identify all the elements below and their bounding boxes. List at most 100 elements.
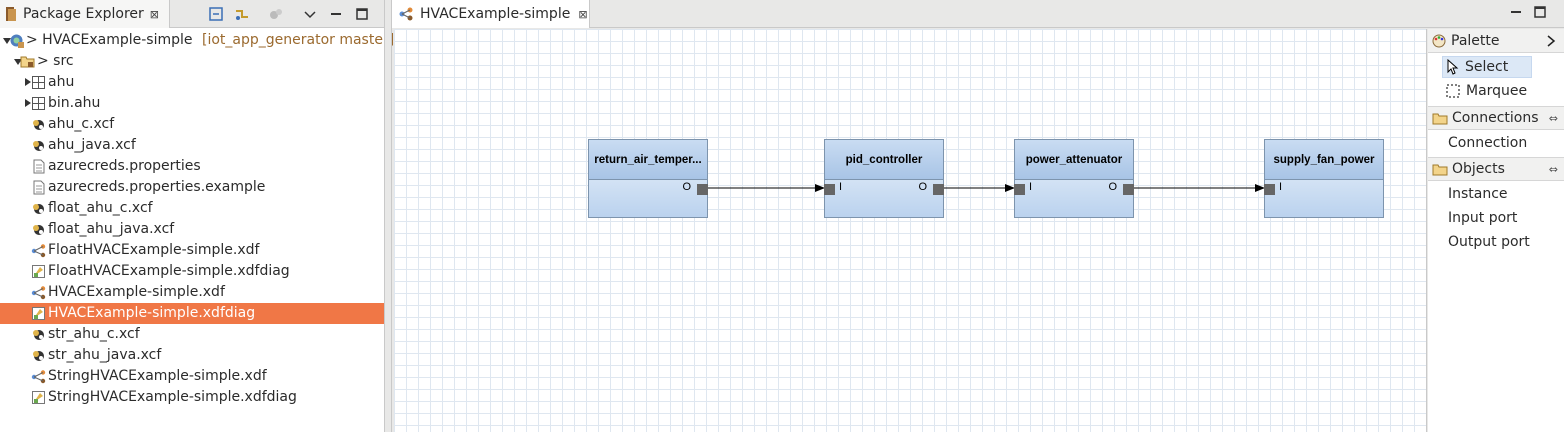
instance-node[interactable]: pid_controller I O: [824, 139, 944, 218]
instance-node[interactable]: supply_fan_power I: [1264, 139, 1384, 218]
palette-tool-output-port[interactable]: Output port: [1428, 230, 1564, 254]
editor-tab-title: HVACExample-simple: [420, 6, 571, 22]
palette-title: Palette: [1451, 32, 1500, 49]
expanded-twisty-icon[interactable]: [14, 59, 22, 65]
input-port[interactable]: [824, 184, 835, 195]
collapse-palette-icon[interactable]: [1546, 34, 1556, 47]
close-icon[interactable]: ⊠: [578, 7, 588, 21]
instance-node[interactable]: return_air_temper... O: [588, 139, 708, 218]
palette-tool-select[interactable]: Select: [1428, 55, 1564, 79]
link-with-editor-icon[interactable]: [234, 6, 250, 22]
collapse-all-icon[interactable]: [208, 6, 224, 22]
xdfdiag-file-icon: [31, 264, 46, 279]
palette: Palette Select Marquee Connections: [1428, 29, 1564, 432]
tree-row[interactable]: bin.ahu: [0, 93, 384, 114]
tree-row-label: HVACExample-simple.xdfdiag: [48, 305, 256, 321]
tree-row[interactable]: float_ahu_java.xcf: [0, 219, 384, 240]
minimize-icon[interactable]: [328, 6, 344, 22]
tree-row-label: bin.ahu: [48, 95, 101, 111]
connections-layer: [708, 184, 1265, 192]
project-icon: [9, 33, 24, 48]
xdf-file-icon: [31, 243, 46, 258]
maximize-icon[interactable]: [354, 6, 370, 22]
tree-row[interactable]: HVACExample-simple.xdfdiag: [0, 303, 384, 324]
tab-hvacexample-simple[interactable]: HVACExample-simple ⊠: [392, 0, 590, 28]
tree-row-label: ahu_java.xcf: [48, 137, 136, 153]
folder-icon: [1432, 164, 1448, 175]
xdfdiag-file-icon: [31, 306, 46, 321]
palette-header[interactable]: Palette: [1428, 29, 1564, 53]
tree-row-label: ahu: [48, 74, 75, 90]
instance-node[interactable]: power_attenuator I O: [1014, 139, 1134, 218]
node-title: return_air_temper...: [589, 140, 707, 180]
node-title: pid_controller: [825, 140, 943, 180]
package-explorer-title: Package Explorer: [23, 6, 144, 22]
tree-row-label: HVACExample-simple.xdf: [48, 284, 225, 300]
drawer-objects[interactable]: Objects ⇔: [1428, 157, 1564, 181]
git-branch-label: [iot_app_generator master]: [202, 32, 395, 48]
expanded-twisty-icon[interactable]: [3, 38, 11, 44]
tree-row-label: ahu_c.xcf: [48, 116, 115, 132]
port-label: O: [682, 181, 691, 193]
tool-label: Select: [1465, 59, 1509, 75]
tree-row[interactable]: FloatHVACExample-simple.xdfdiag: [0, 261, 384, 282]
tree-row-label: float_ahu_c.xcf: [48, 200, 153, 216]
text-file-icon: [31, 159, 46, 174]
maximize-icon[interactable]: [1534, 6, 1546, 18]
tree-row[interactable]: azurecreds.properties: [0, 156, 384, 177]
pin-icon[interactable]: ⇔: [1548, 162, 1558, 176]
tool-label: Instance: [1448, 186, 1508, 202]
drawer-connections[interactable]: Connections ⇔: [1428, 106, 1564, 130]
tree-row-label: FloatHVACExample-simple.xdf: [48, 242, 260, 258]
input-port[interactable]: [1014, 184, 1025, 195]
collapsed-twisty-icon[interactable]: [25, 78, 31, 86]
tree-row[interactable]: ahu_java.xcf: [0, 135, 384, 156]
tree-row[interactable]: > src: [0, 51, 384, 72]
tree-row[interactable]: StringHVACExample-simple.xdf: [0, 366, 384, 387]
port-label: O: [1108, 181, 1117, 193]
focus-icon[interactable]: [268, 6, 284, 22]
palette-tool-input-port[interactable]: Input port: [1428, 206, 1564, 230]
tree-row[interactable]: > HVACExample-simple[iot_app_generator m…: [0, 30, 394, 51]
package-explorer-view: Package Explorer ⊠: [0, 0, 394, 432]
xdf-file-icon: [31, 369, 46, 384]
port-label: I: [1279, 181, 1283, 193]
diagram-canvas[interactable]: return_air_temper... O pid_controller I …: [394, 29, 1427, 432]
view-toolbar: [208, 4, 380, 24]
tree-row-label: StringHVACExample-simple.xdf: [48, 368, 267, 384]
tree-row[interactable]: ahu_c.xcf: [0, 114, 384, 135]
output-port[interactable]: [933, 184, 944, 195]
tree-row-label: StringHVACExample-simple.xdfdiag: [48, 389, 297, 405]
tree-row[interactable]: HVACExample-simple.xdf: [0, 282, 384, 303]
tool-label: Output port: [1448, 234, 1530, 250]
tree-row[interactable]: azurecreds.properties.example: [0, 177, 384, 198]
folder-icon: [1432, 113, 1448, 124]
pin-icon[interactable]: ⇔: [1548, 111, 1558, 125]
output-port[interactable]: [697, 184, 708, 195]
tree-row[interactable]: FloatHVACExample-simple.xdf: [0, 240, 384, 261]
node-title: supply_fan_power: [1265, 140, 1383, 180]
view-sash[interactable]: [384, 0, 392, 432]
view-menu-chevron-icon[interactable]: [302, 6, 318, 22]
palette-tool-marquee[interactable]: Marquee: [1428, 79, 1564, 103]
package-icon: [31, 96, 46, 111]
xdfdiag-file-icon: [31, 390, 46, 405]
collapsed-twisty-icon[interactable]: [25, 99, 31, 107]
marquee-icon: [1446, 84, 1460, 98]
output-port[interactable]: [1123, 184, 1134, 195]
minimize-icon[interactable]: [1510, 6, 1522, 18]
input-port[interactable]: [1264, 184, 1275, 195]
xcf-file-icon: [31, 117, 46, 132]
palette-tool-instance[interactable]: Instance: [1428, 182, 1564, 206]
package-icon: [31, 75, 46, 90]
tree-row[interactable]: ahu: [0, 72, 384, 93]
tree-row-label: str_ahu_c.xcf: [48, 326, 140, 342]
tree-row[interactable]: str_ahu_c.xcf: [0, 324, 384, 345]
package-explorer-icon: [6, 7, 16, 21]
tree-row[interactable]: float_ahu_c.xcf: [0, 198, 384, 219]
tree-row[interactable]: str_ahu_java.xcf: [0, 345, 384, 366]
palette-tool-connection[interactable]: Connection: [1428, 131, 1564, 155]
close-icon[interactable]: ⊠: [149, 7, 159, 21]
tab-package-explorer[interactable]: Package Explorer ⊠: [0, 0, 170, 28]
tree-row[interactable]: StringHVACExample-simple.xdfdiag: [0, 387, 384, 408]
